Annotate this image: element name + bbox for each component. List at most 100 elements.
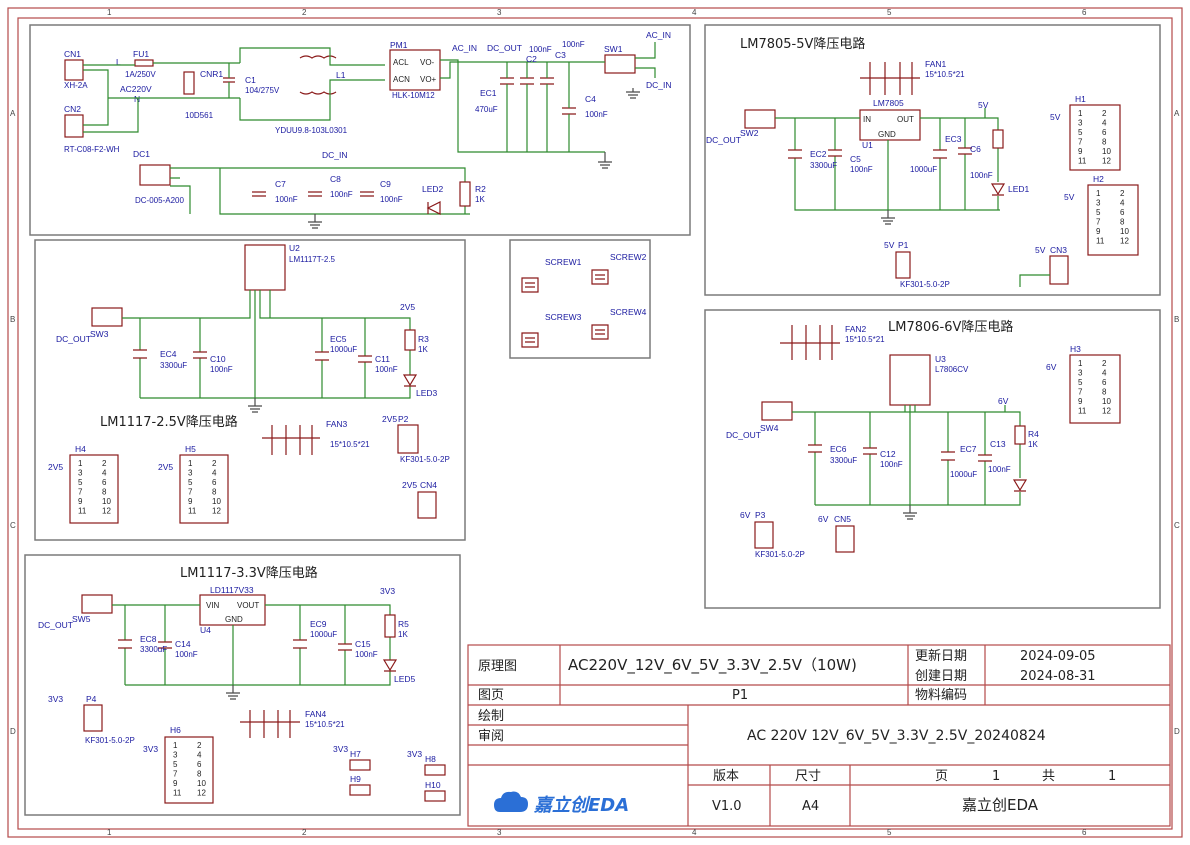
u4-ref: U4 [200,625,211,635]
c7-value: 100nF [275,195,298,204]
header-pin-number: 12 [102,507,111,516]
net-6v: 6V [998,396,1009,406]
header-pin-number: 9 [1078,397,1083,406]
reg5v-title: LM7805-5V降压电路 [740,36,865,52]
led2-diode [426,201,441,215]
r3-value: 1K [418,345,428,354]
header-pin-number: 11 [1078,157,1087,166]
tb-key-create: 创建日期 [915,669,967,684]
sw5-ref: SW5 [72,614,91,624]
input-section-box [29,24,691,236]
cn3-wire [1019,274,1050,287]
p4-net: 3V3 [48,694,63,704]
led4-diode [1012,479,1028,492]
cn1-ref: CN1 [64,49,81,59]
pm1-ref: PM1 [390,40,408,50]
header-pin-number: 4 [102,469,107,478]
screw-icons [521,269,609,348]
ec8-value: 3300uF [140,645,167,654]
header-pin-number: 8 [102,488,107,497]
grid-col-label: 4 [692,8,697,17]
header-pin-number: 3 [1096,199,1101,208]
gnd-symbol-33 [226,685,240,700]
grid-col-label: 1 [107,828,112,837]
cn4-ref: CN4 [420,480,437,490]
reg5v-wires [775,108,1000,211]
reg5v-section: LM7805-5V降压电路 FAN1 15*10.5*21 LM7805 IN … [706,36,1139,289]
tb-key-version: 版本 [713,769,739,784]
header-pin-number: 1 [1078,359,1083,368]
header-pin-number: 12 [1102,157,1111,166]
input-wires-b [228,47,275,121]
header-pin-number: 11 [173,789,182,798]
c10-value: 100nF [210,365,233,374]
cloud-logo-icon [494,791,528,812]
r4-value: 1K [1028,440,1038,449]
tb-key-draw: 绘制 [478,709,504,724]
header-pin-number: 11 [188,507,197,516]
p3-value: KF301-5.0-2P [755,550,805,559]
ec2-value: 3300uF [810,161,837,170]
fu1-fuse [134,59,154,67]
c11-value: 100nF [375,365,398,374]
header-pin-number: 11 [78,507,87,516]
header-pin-number: 2 [212,459,217,468]
sw1-ref: SW1 [604,44,623,54]
reg33-title: LM1117-3.3V降压电路 [180,565,318,581]
title-block-frame [467,644,1171,827]
h10-ref: H10 [425,780,441,790]
grid-col-label: 6 [1082,828,1087,837]
dc1-value: DC-005-A200 [135,196,184,205]
output-caps [500,77,576,115]
c13-ref: C13 [990,439,1006,449]
u2-value: LM1117T-2.5 [289,255,336,264]
r5-value: 1K [398,630,408,639]
reg25-caps [133,349,372,363]
u2-regulator [244,244,286,291]
header-pin-number: 8 [197,770,202,779]
h2-ref: H2 [1093,174,1104,184]
cn1-value: XH-2A [64,81,88,90]
sw1-dc-in: DC_IN [646,80,672,90]
p1-terminal [895,251,911,279]
header-pin-number: 12 [1120,237,1129,246]
h4-header [69,454,119,524]
tb-create-date: 2024-08-31 [1020,669,1096,684]
u4-name: LD1117V33 [210,585,254,595]
ec4-ref: EC4 [160,349,177,359]
grid-col-label: 6 [1082,8,1087,17]
cn4-net: 2V5 [402,480,417,490]
reg33-wires [112,604,391,686]
grid-row-label: A [1174,109,1180,118]
reg6v-wires [792,405,1021,506]
tb-key-pg: 页 [935,769,948,784]
header-pin-number: 8 [1120,218,1125,227]
gnd-symbol-5v [881,210,895,225]
header-pin-number: 5 [173,760,178,769]
r3-ref: R3 [418,334,429,344]
cn4-connector [417,491,437,519]
sw1-wires [600,42,656,78]
h9-pad [349,784,371,796]
ec5-ref: EC5 [330,334,347,344]
h7-net: 3V3 [333,744,348,754]
p4-value: KF301-5.0-2P [85,736,135,745]
header-pin-number: 3 [188,469,193,478]
header-pin-number: 10 [212,497,221,506]
header-pin-number: 4 [1102,119,1107,128]
fan3-ref: FAN3 [326,419,348,429]
pm1-module [389,49,441,91]
net-3v3: 3V3 [380,586,395,596]
screw4-ref: SCREW4 [610,307,647,317]
cn2-connector [64,114,84,138]
reg5v-caps [788,147,972,159]
h8-ref: H8 [425,754,436,764]
c5-value: 100nF [850,165,873,174]
cn5-ref: CN5 [834,514,851,524]
reg6v-section: LM7806-6V降压电路 FAN2 15*10.5*21 U3 L7806CV… [726,319,1121,559]
header-pin-number: 11 [1096,237,1105,246]
p4-terminal [83,704,103,732]
ec3-value: 1000uF [910,165,937,174]
h5-ref: H5 [185,444,196,454]
